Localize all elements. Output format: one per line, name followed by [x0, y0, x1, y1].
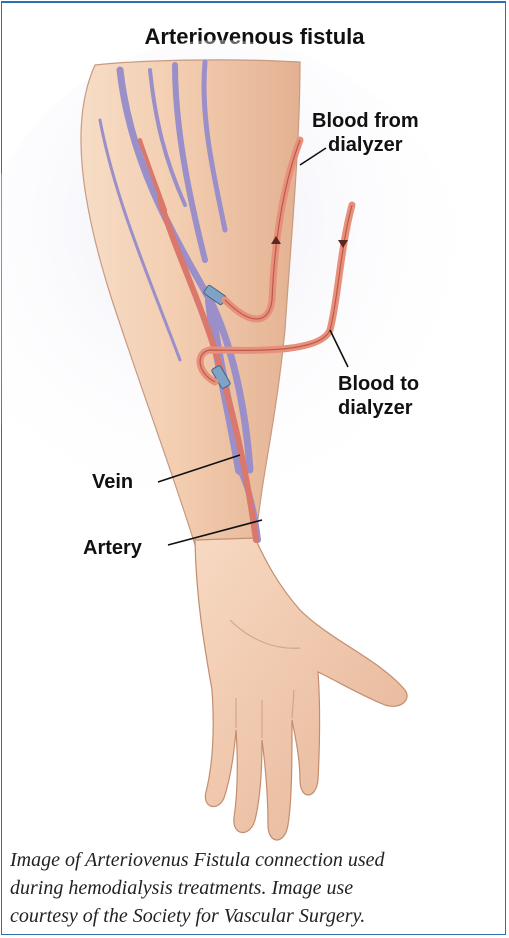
- caption-line: during hemodialysis treatments. Image us…: [10, 874, 480, 902]
- label-blood-from-dialyzer: Blood from dialyzer: [312, 109, 419, 157]
- hand: [195, 538, 407, 840]
- label-line: dialyzer: [312, 133, 419, 157]
- label-line: Blood to: [338, 372, 419, 396]
- label-line: Blood from: [312, 109, 419, 133]
- caption-line: Image of Arteriovenus Fistula connection…: [10, 846, 480, 874]
- caption-line: courtesy of the Society for Vascular Sur…: [10, 902, 480, 930]
- label-line: dialyzer: [338, 396, 419, 420]
- figure-caption: Image of Arteriovenus Fistula connection…: [10, 846, 480, 930]
- label-blood-to-dialyzer: Blood to dialyzer: [338, 372, 419, 420]
- label-artery: Artery: [83, 536, 142, 560]
- label-vein: Vein: [92, 470, 133, 494]
